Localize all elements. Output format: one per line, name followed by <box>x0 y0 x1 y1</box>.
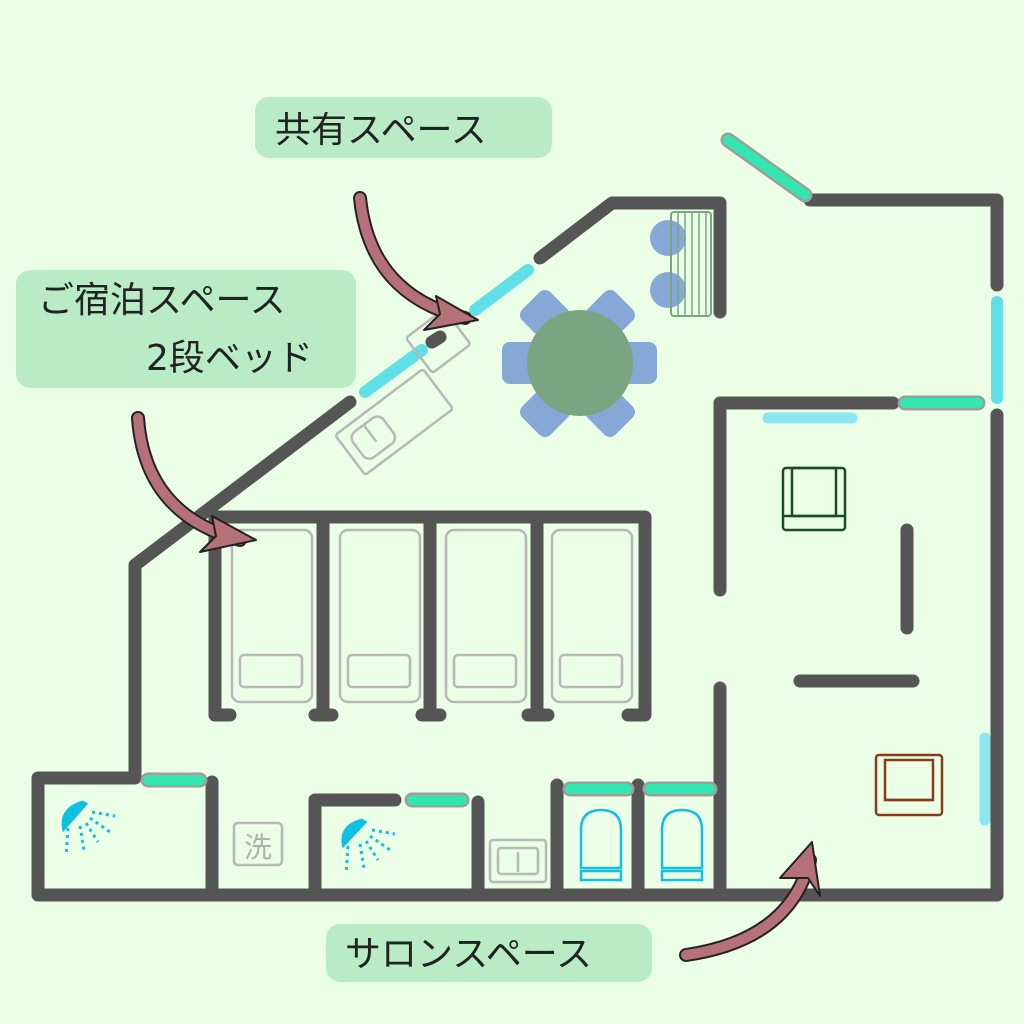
bunk-beds <box>230 528 634 704</box>
kitchen-counter <box>335 309 471 476</box>
windows <box>359 264 1003 826</box>
bed <box>230 528 314 704</box>
bed <box>550 528 634 704</box>
shared-space-label: 共有スペース <box>275 110 487 151</box>
bunk-beds-label: 2段ベッド <box>146 338 313 379</box>
bed <box>338 528 422 704</box>
shower-icon <box>341 818 396 875</box>
armchair-brown <box>874 753 944 817</box>
sink <box>488 838 548 884</box>
armchair-green <box>781 466 847 532</box>
shower-icon <box>61 800 116 857</box>
arrow-salon-space <box>679 841 821 962</box>
arrow-lodging-space <box>131 411 257 553</box>
bench <box>650 211 712 317</box>
label-shared-space: 共有スペース <box>255 97 552 158</box>
bed <box>444 528 528 704</box>
doors <box>140 132 986 808</box>
label-lodging-space: ご宿泊スペース 2段ベッド <box>16 270 356 388</box>
arrow-shared-space <box>353 191 479 331</box>
round-table <box>527 310 633 416</box>
toilet-icon <box>579 808 623 882</box>
washer-label: 洗 <box>244 831 272 864</box>
toilet-icon <box>660 808 704 882</box>
dining-table <box>502 290 657 437</box>
lodging-space-label: ご宿泊スペース <box>38 280 286 321</box>
walls <box>31 193 1004 902</box>
washing-machine: 洗 <box>232 821 284 867</box>
salon-space-label: サロンスペース <box>345 934 592 975</box>
label-salon-space: サロンスペース <box>326 924 652 982</box>
